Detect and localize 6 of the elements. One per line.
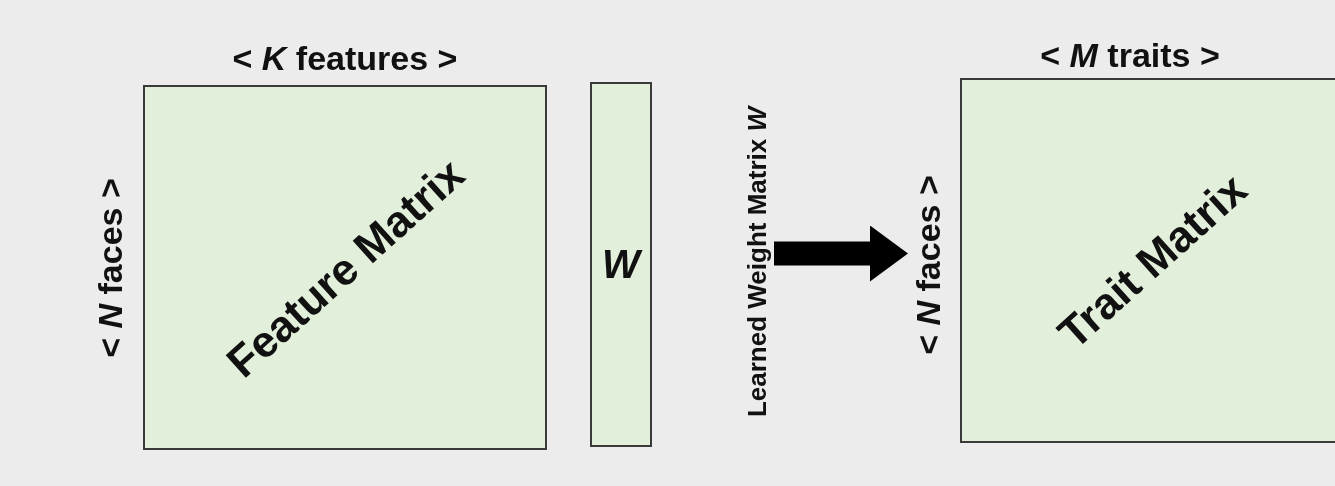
dimension-label: < N faces > (911, 175, 945, 355)
dimension-label: < M traits > (1040, 38, 1220, 72)
dimension-label: Learned Weight Matrix W (744, 106, 770, 418)
arrow (774, 225, 908, 282)
dimension-label: < N faces > (93, 178, 127, 358)
dimension-label: < K features > (232, 41, 458, 75)
